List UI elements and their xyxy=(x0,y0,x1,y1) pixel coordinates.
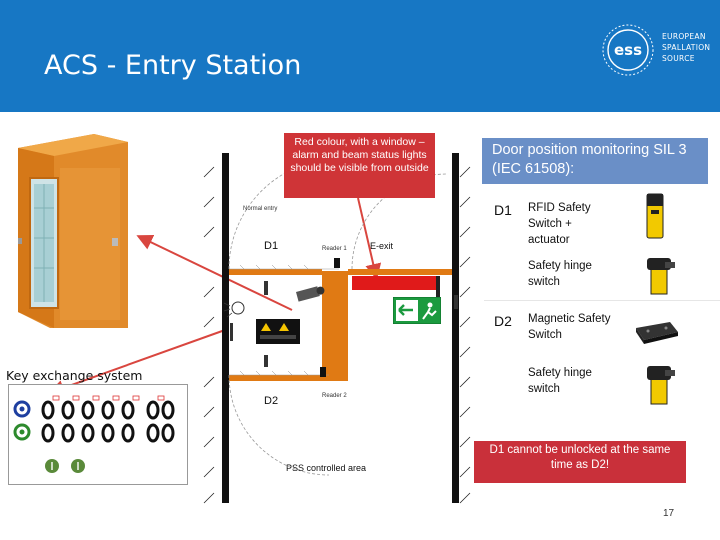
alarm-sign-icon xyxy=(256,319,300,344)
title-banner: ACS - Entry Station ess EUROPEAN SPALLAT… xyxy=(0,0,720,112)
interlock-warning: D1 cannot be unlocked at the same time a… xyxy=(474,441,686,483)
reader-1-label: Reader 1 xyxy=(322,246,347,252)
normal-entry-label: Normal entry xyxy=(243,206,278,212)
emergency-exit-label: E-exit xyxy=(370,241,394,251)
key-exchange-panel xyxy=(8,384,188,485)
pss-area-label: PSS controlled area xyxy=(286,463,367,473)
magnetic-switch-icon xyxy=(636,322,678,344)
hinge-switch-icon xyxy=(647,366,675,405)
exit-sign-icon xyxy=(393,297,441,324)
key-exchange-label: Key exchange system xyxy=(6,368,143,383)
slide-title: ACS - Entry Station xyxy=(44,50,302,81)
door-d2-label: D2 xyxy=(264,395,279,407)
door-d1-label: D1 xyxy=(264,240,279,252)
enclosure-callout: Red colour, with a window – alarm and be… xyxy=(284,133,435,198)
divider-line xyxy=(484,300,720,301)
rfid-switch-label: RFID Safety Switch + actuator xyxy=(528,202,591,246)
magnetic-switch-label: Magnetic Safety Switch xyxy=(528,313,611,341)
monitoring-d2-label: D2 xyxy=(494,313,512,329)
rfid-switch-icon xyxy=(646,193,664,239)
ess-logo-icon: ess xyxy=(602,24,654,76)
hinge-switch-icon xyxy=(647,258,675,295)
reader-2-label: Reader 2 xyxy=(322,393,347,399)
entry-cabinet-image xyxy=(18,134,128,328)
hinge-switch-d1-label: Safety hinge switch xyxy=(528,260,592,288)
monitoring-heading: Door position monitoring SIL 3 (IEC 6150… xyxy=(482,138,708,184)
monitoring-d1-label: D1 xyxy=(494,202,512,218)
logo-wordmark: EUROPEAN SPALLATION SOURCE xyxy=(662,32,711,63)
svg-text:ess: ess xyxy=(614,41,642,59)
page-number: 17 xyxy=(663,508,675,519)
hinge-switch-d2-label: Safety hinge switch xyxy=(528,367,592,395)
floor-plan xyxy=(203,153,471,504)
